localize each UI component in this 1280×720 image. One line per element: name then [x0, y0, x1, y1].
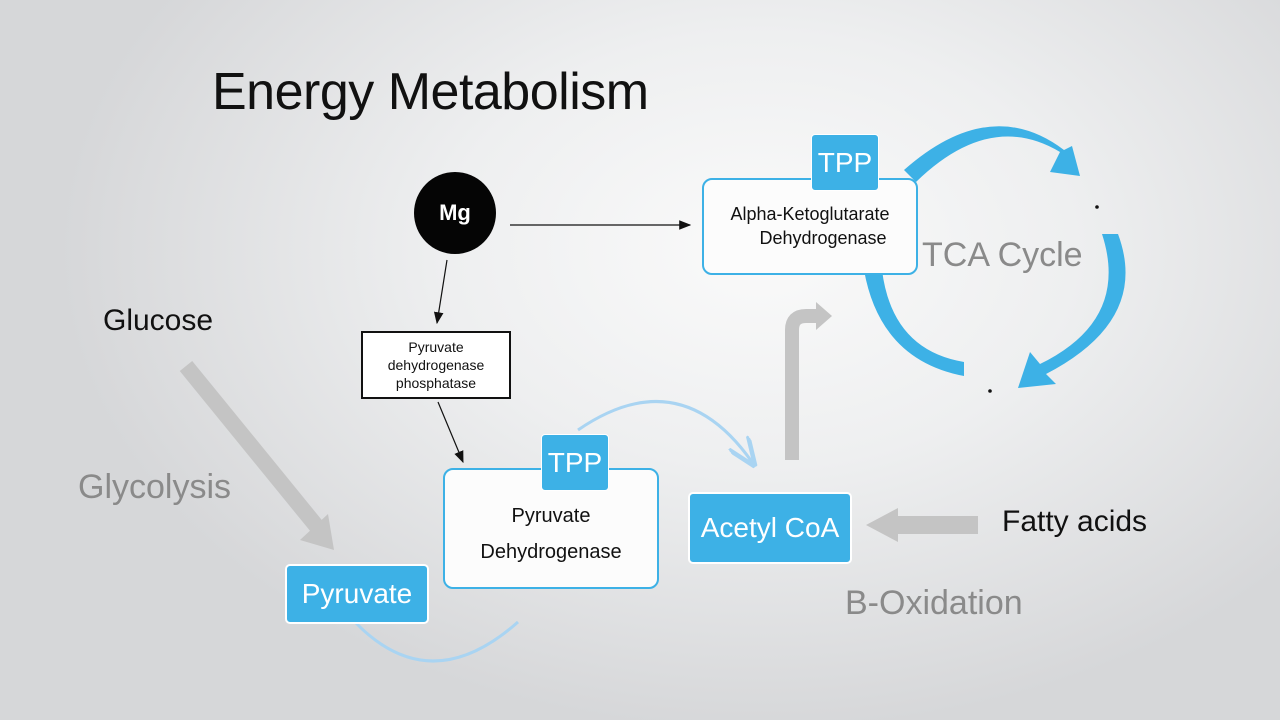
- phosphatase-to-pdh-arrow: [437, 401, 464, 464]
- mg-to-phosphatase-arrow: [433, 259, 448, 325]
- acetyl-to-tca-arrow: [785, 302, 832, 460]
- pdh-phosphatase-box: Pyruvate dehydrogenase phosphatase: [361, 331, 511, 399]
- pdh-line: Pyruvate: [511, 505, 591, 527]
- glucose-label: Glucose: [103, 304, 214, 337]
- pdh-to-acetyl-arc: [577, 400, 752, 462]
- magnesium-node: Mg: [414, 172, 496, 254]
- pyruvate-node: Pyruvate: [285, 564, 429, 624]
- page-title: Energy Metabolism: [212, 63, 649, 121]
- fatty-acids-label: Fatty acids: [1002, 505, 1148, 538]
- akg-line: Alpha-Ketoglutarate: [730, 204, 890, 224]
- akg-tpp-badge: TPP: [811, 134, 879, 191]
- acetyl-coa-node: Acetyl CoA: [688, 492, 852, 564]
- pyruvate-arc: [353, 620, 519, 663]
- beta-oxidation-label: B-Oxidation: [845, 584, 1023, 622]
- phosphatase-line: dehydrogenase: [387, 357, 485, 373]
- beta-oxidation-arrow: [866, 508, 978, 542]
- pdh-tpp-badge: TPP: [541, 434, 609, 491]
- akg-dehydrogenase-box: Alpha-Ketoglutarate Dehydrogenase: [702, 178, 918, 275]
- phosphatase-line: Pyruvate: [408, 339, 464, 355]
- tca-dot-2: [988, 389, 992, 393]
- phosphatase-line: phosphatase: [395, 375, 477, 391]
- glycolysis-label: Glycolysis: [78, 468, 232, 506]
- akg-line: Dehydrogenase: [759, 228, 887, 248]
- tca-dot-1: [1095, 205, 1099, 209]
- tca-cycle-label: TCA Cycle: [922, 236, 1083, 274]
- pdh-line: Dehydrogenase: [480, 541, 622, 563]
- glycolysis-arrow: [179, 360, 334, 550]
